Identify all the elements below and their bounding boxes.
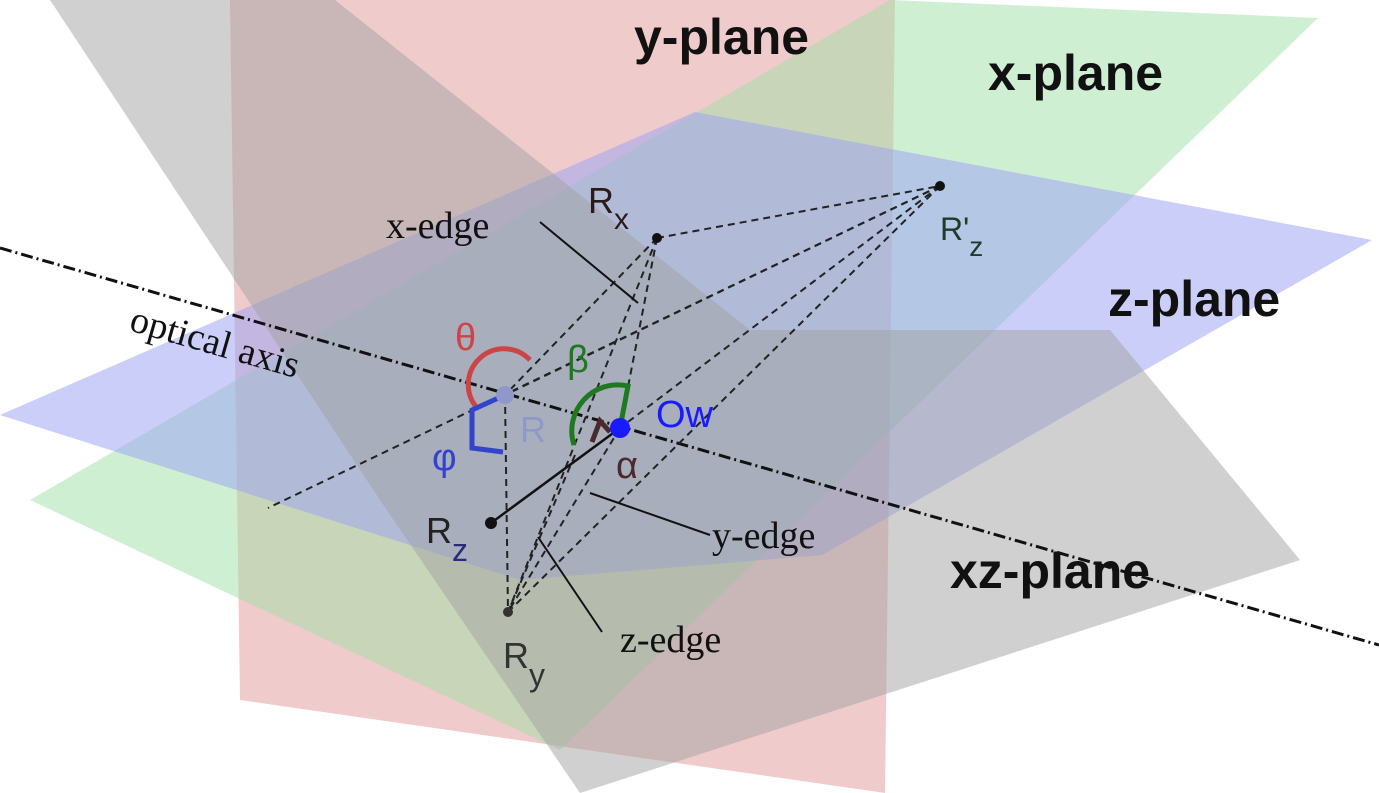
z-edge-label: z-edge: [620, 619, 721, 661]
theta-arc: [465, 346, 532, 411]
rz-prime-point: [935, 181, 945, 191]
beta-arc: [569, 382, 631, 446]
phi-label: φ: [432, 437, 457, 479]
angle-arcs: [465, 346, 631, 455]
rz-label: Rz: [426, 510, 468, 568]
xz-plane-shape: [50, 0, 1300, 793]
optical-axis-line: [0, 246, 1379, 647]
x-plane-label: x-plane: [988, 45, 1163, 101]
ow-label: Ow: [656, 394, 714, 436]
points-layer: [485, 181, 945, 617]
rz-point: [485, 517, 497, 529]
ry-point: [503, 607, 513, 617]
y-edge-label: y-edge: [712, 515, 815, 557]
r-point: [496, 386, 514, 404]
z-plane-label: z-plane: [1108, 271, 1280, 327]
theta-label: θ: [455, 317, 476, 359]
y-plane-label: y-plane: [634, 9, 809, 65]
beta-label: β: [567, 339, 589, 381]
x-edge-label: x-edge: [386, 205, 489, 247]
ow-point: [610, 418, 630, 438]
construction-lines: [267, 185, 941, 613]
alpha-label: α: [616, 445, 638, 487]
ry-label: Ry: [503, 635, 545, 693]
phi-arc: [469, 392, 507, 455]
plane-labels: y-plane x-plane z-plane xz-plane: [634, 9, 1280, 599]
point-labels: Rx R'z R Ow Rz Ry: [426, 180, 983, 693]
xz-plane-label: xz-plane: [950, 543, 1150, 599]
edge-leaders: [537, 221, 711, 633]
rx-label: Rx: [588, 180, 629, 236]
alpha-arc: [589, 416, 612, 443]
edge-labels: x-edge y-edge z-edge: [386, 205, 815, 661]
rz-ow-edge: [490, 426, 621, 525]
angle-labels: θ φ β α: [432, 317, 638, 487]
rx-point: [652, 233, 662, 243]
r-label: R: [520, 409, 546, 450]
rz-prime-label: R'z: [940, 211, 983, 262]
